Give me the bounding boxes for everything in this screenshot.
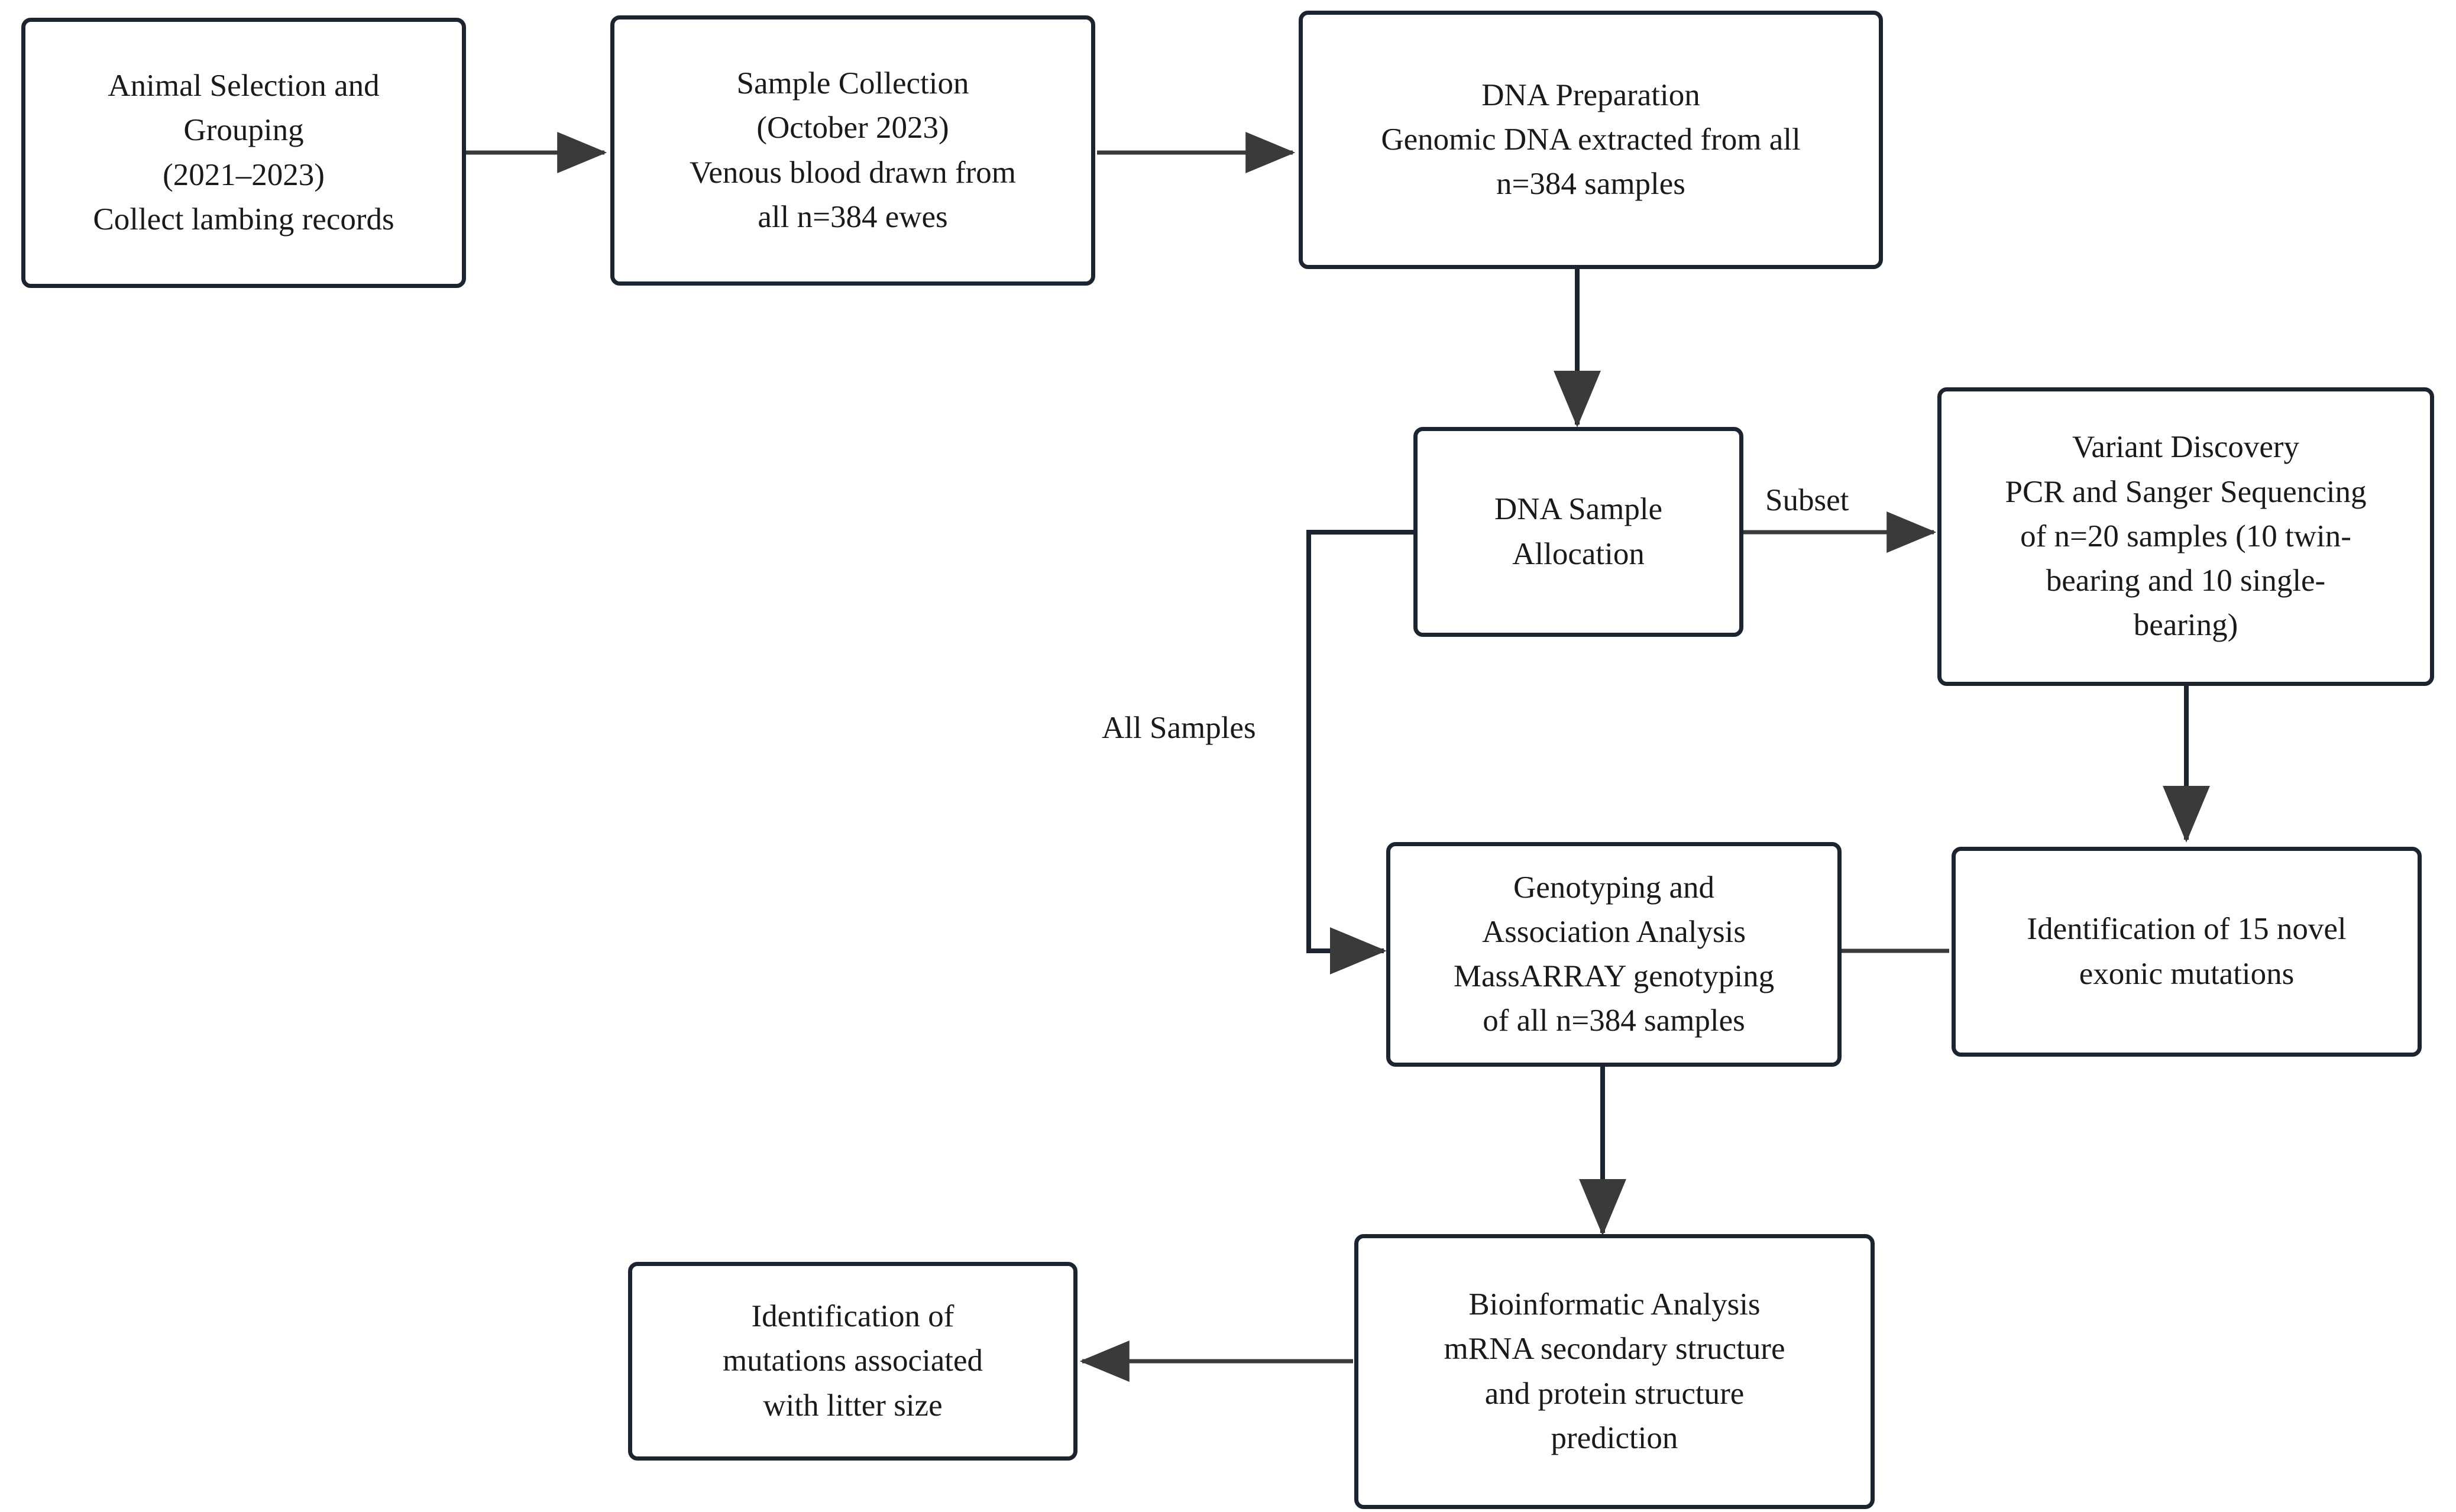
node-animal-selection[interactable]: Animal Selection and Grouping (2021–2023… — [21, 18, 466, 288]
node-litter-size-result[interactable]: Identification of mutations associated w… — [628, 1262, 1077, 1461]
edge-label-subset: Subset — [1765, 483, 1849, 517]
node-bioinformatic-analysis[interactable]: Bioinformatic Analysis mRNA secondary st… — [1354, 1234, 1875, 1509]
node-exonic-mutations[interactable]: Identification of 15 novel exonic mutati… — [1952, 847, 2422, 1057]
edge-label-all-samples: All Samples — [1102, 711, 1256, 745]
node-genotyping-association[interactable]: Genotyping and Association Analysis Mass… — [1386, 842, 1842, 1067]
node-dna-sample-allocation[interactable]: DNA Sample Allocation — [1413, 427, 1743, 637]
node-sample-collection[interactable]: Sample Collection (October 2023) Venous … — [610, 15, 1095, 286]
node-dna-preparation[interactable]: DNA Preparation Genomic DNA extracted fr… — [1299, 11, 1883, 269]
node-variant-discovery[interactable]: Variant Discovery PCR and Sanger Sequenc… — [1937, 387, 2434, 686]
